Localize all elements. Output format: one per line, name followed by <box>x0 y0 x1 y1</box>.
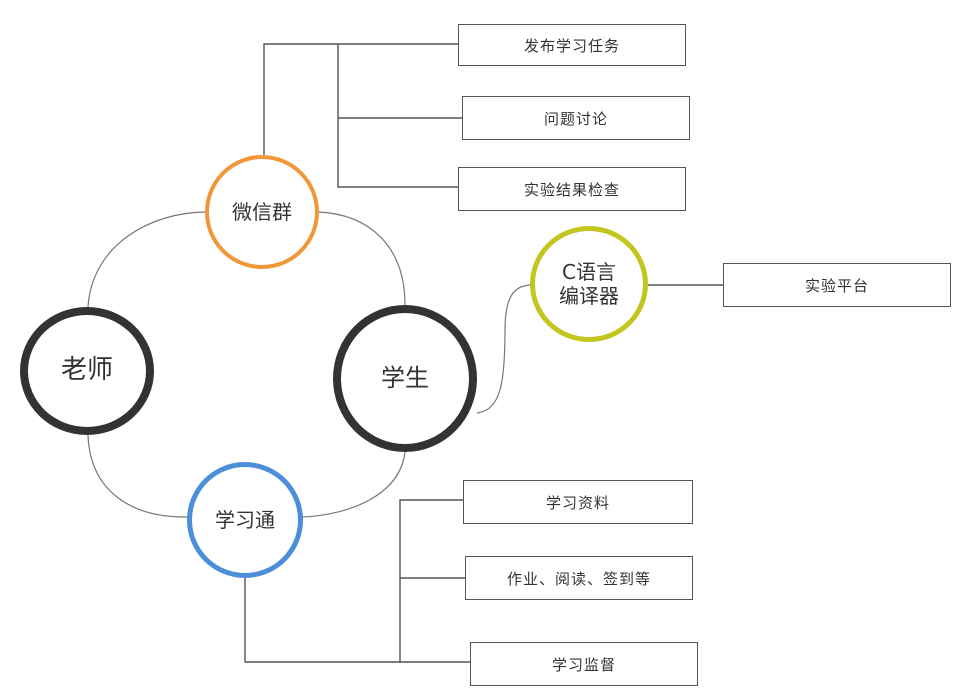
teacher-node: 老师 <box>20 307 154 435</box>
box-discussion-label: 问题讨论 <box>543 109 608 128</box>
compiler-label-line2: 编译器 <box>559 284 619 308</box>
compiler-node: C语言 编译器 <box>530 226 648 342</box>
wechat-group-label: 微信群 <box>232 200 292 224</box>
compiler-label-line1: C语言 <box>562 260 616 284</box>
connector-wechat-spine <box>337 44 458 188</box>
box-supervision: 学习监督 <box>470 642 698 686</box>
curve-student-xuexitong <box>301 451 406 518</box>
xuexitong-node: 学习通 <box>187 462 303 578</box>
box-discussion: 问题讨论 <box>462 96 690 140</box>
curve-teacher-wechat <box>87 211 208 308</box>
curve-xuexitong-teacher <box>87 434 189 518</box>
connector-xuexitong-spine <box>399 499 463 662</box>
student-node: 学生 <box>333 305 477 452</box>
connector-wechat-tree <box>263 43 458 155</box>
wechat-group-node: 微信群 <box>205 155 319 269</box>
xuexitong-label: 学习通 <box>215 508 275 532</box>
box-supervision-label: 学习监督 <box>551 655 616 674</box>
connector-xuexitong-tree <box>244 578 470 663</box>
box-materials: 学习资料 <box>463 480 693 524</box>
box-homework: 作业、阅读、签到等 <box>465 556 693 600</box>
box-publish-task-label: 发布学习任务 <box>523 36 620 55</box>
box-materials-label: 学习资料 <box>545 493 610 512</box>
student-label: 学生 <box>381 364 429 393</box>
box-lab-platform-label: 实验平台 <box>804 276 869 295</box>
curve-wechat-student <box>317 211 406 306</box>
box-lab-platform: 实验平台 <box>723 263 951 307</box>
teacher-label: 老师 <box>60 355 113 386</box>
box-result-check-label: 实验结果检查 <box>523 180 620 199</box>
box-homework-label: 作业、阅读、签到等 <box>506 569 651 588</box>
box-publish-task: 发布学习任务 <box>458 24 686 66</box>
box-result-check: 实验结果检查 <box>458 167 686 211</box>
curve-student-compiler <box>476 284 533 414</box>
